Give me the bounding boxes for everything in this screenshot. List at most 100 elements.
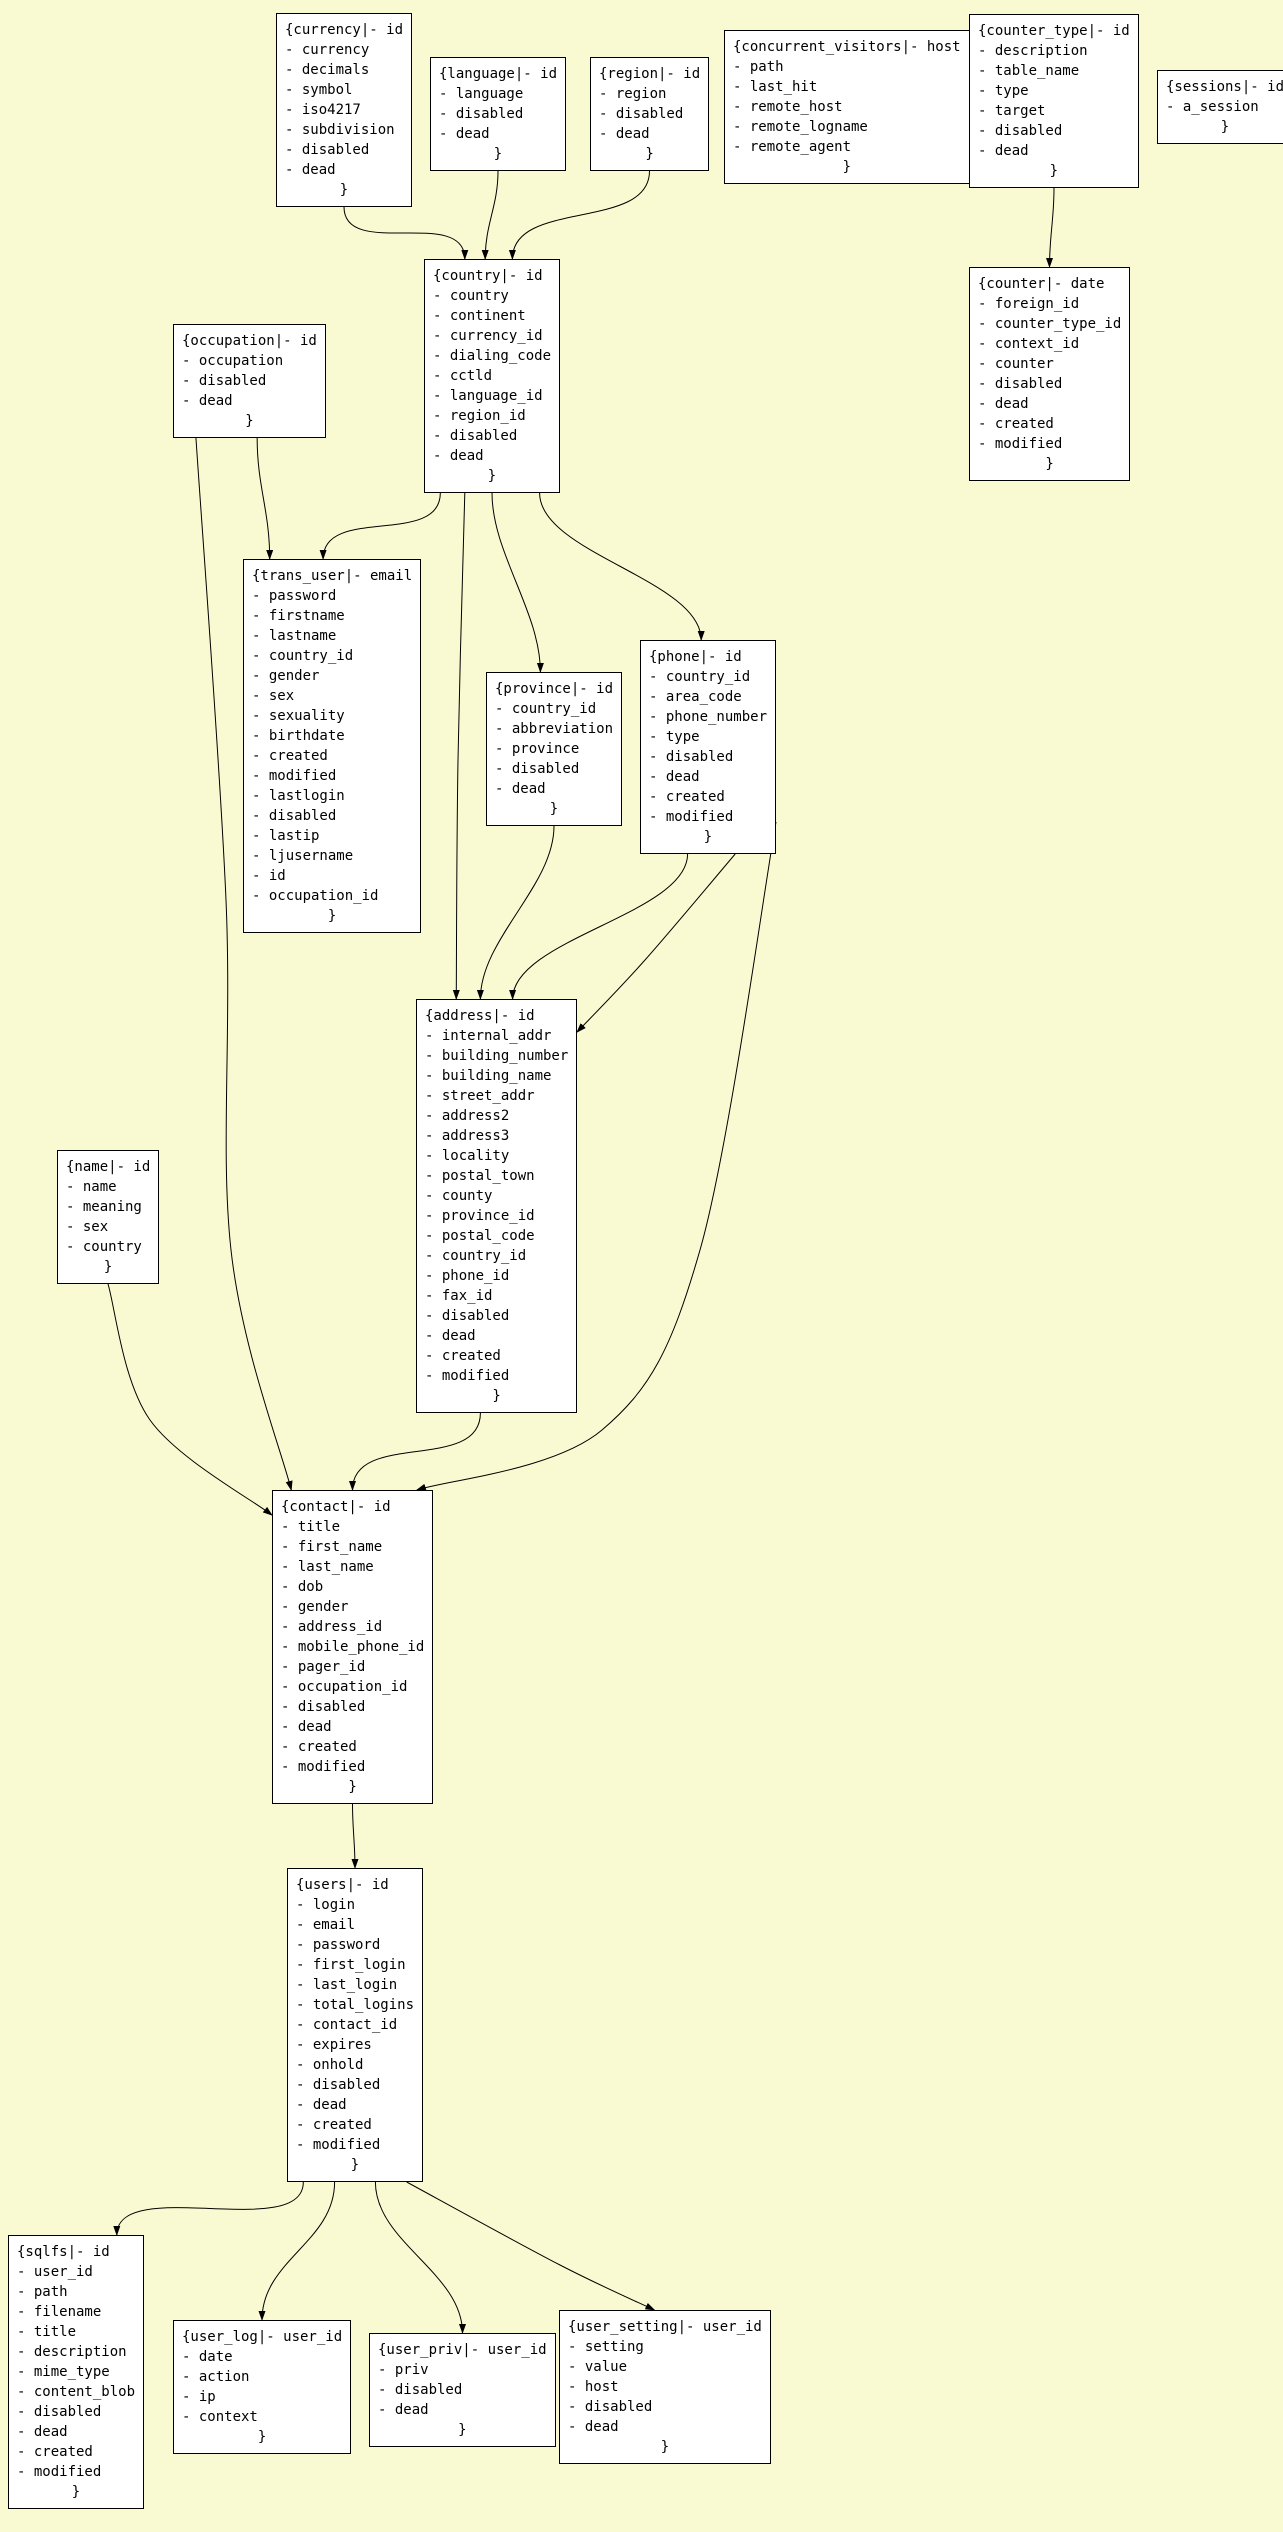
table-field: - region <box>599 86 667 102</box>
table-field: - occupation_id <box>281 1679 408 1695</box>
table-field: - lastname <box>252 628 337 644</box>
table-header-concurrent_visitors: {concurrent_visitors|- host <box>733 39 961 55</box>
table-field: - ljusername <box>252 848 354 864</box>
table-field: - phone_id <box>425 1268 510 1284</box>
table-field: - disabled <box>296 2077 381 2093</box>
table-field: - dead <box>425 1328 476 1344</box>
edge-counter_type-counter <box>1046 187 1055 268</box>
table-field: - building_number <box>425 1048 569 1064</box>
table-field: - fax_id <box>425 1288 493 1304</box>
table-field: - modified <box>425 1368 510 1384</box>
table-header-country: {country|- id <box>433 268 543 284</box>
table-field: - sex <box>66 1219 109 1235</box>
edge-country-phone <box>539 492 705 641</box>
table-field: - dead <box>296 2097 347 2113</box>
table-field: - modified <box>296 2137 381 2153</box>
table-field: - ip <box>182 2389 216 2405</box>
table-header-user_priv: {user_priv|- user_id <box>378 2342 547 2358</box>
table-field: - area_code <box>649 689 742 705</box>
edge-country-trans_user <box>319 492 441 560</box>
table-field: - disabled <box>978 123 1063 139</box>
table-field: - title <box>17 2324 77 2340</box>
table-field: - pager_id <box>281 1659 366 1675</box>
table-field: - title <box>281 1519 341 1535</box>
table-phone: {phone|- id - country_id - area_code - phon… <box>640 640 777 854</box>
table-field: - subdivision <box>285 122 395 138</box>
table-header-counter: {counter|- date <box>978 276 1105 292</box>
table-field: - continent <box>433 308 526 324</box>
table-field: - dead <box>495 781 546 797</box>
table-field: - province_id <box>425 1208 535 1224</box>
table-field: - disabled <box>649 749 734 765</box>
table-field: - gender <box>252 668 320 684</box>
table-field: - sex <box>252 688 295 704</box>
table-field: - region_id <box>433 408 526 424</box>
table-field: - disabled <box>433 428 518 444</box>
table-footer: } <box>257 2429 267 2445</box>
table-header-sessions: {sessions|- id <box>1166 79 1283 95</box>
table-sessions: {sessions|- id - a_session} <box>1157 70 1283 144</box>
table-field: - modified <box>252 768 337 784</box>
table-field: - disabled <box>568 2399 653 2415</box>
edge-region-country <box>508 170 650 260</box>
table-field: - disabled <box>285 142 370 158</box>
table-footer: } <box>493 146 503 162</box>
table-field: - locality <box>425 1148 510 1164</box>
edge-province-address <box>476 825 555 1000</box>
table-footer: } <box>1045 456 1054 472</box>
table-footer: } <box>327 908 337 924</box>
table-header-region: {region|- id <box>599 66 701 82</box>
table-province: {province|- id- country_id- abbreviation… <box>486 672 623 826</box>
table-field: - language <box>439 86 524 102</box>
table-field: - password <box>296 1937 381 1953</box>
table-footer: } <box>1220 119 1230 135</box>
table-field: - context_id <box>978 336 1080 352</box>
table-field: - priv <box>378 2362 429 2378</box>
table-header-province: {province|- id <box>495 681 614 697</box>
edge-phone-address <box>576 853 736 1033</box>
table-field: - lastip <box>252 828 320 844</box>
table-footer: } <box>103 1259 113 1275</box>
table-language: {language|- id- language- disabled- dead… <box>430 57 567 171</box>
edge-users-user_log <box>258 2181 336 2321</box>
table-header-trans_user: {trans_user|- email <box>252 568 413 584</box>
table-field: - a_session <box>1166 99 1259 115</box>
table-field: - table_name <box>978 63 1080 79</box>
table-field: - total_logins <box>296 1997 415 2013</box>
table-field: - disabled <box>182 373 267 389</box>
table-field: - mime_type <box>17 2364 110 2380</box>
table-header-address: {address|- id <box>425 1008 535 1024</box>
table-field: - value <box>568 2359 628 2375</box>
table-footer: } <box>71 2484 81 2500</box>
table-field: - phone_number <box>649 709 768 725</box>
table-field: - disabled <box>252 808 337 824</box>
table-sqlfs: {sqlfs|- id- user_id- path- filename- ti… <box>8 2235 145 2509</box>
table-field: - dob <box>281 1579 324 1595</box>
table-field: - internal_addr <box>425 1028 552 1044</box>
table-field: - created <box>649 789 725 805</box>
table-field: - country_id <box>649 669 751 685</box>
table-header-phone: {phone|- id <box>649 649 742 665</box>
edge-currency-country <box>343 206 469 260</box>
table-footer: } <box>842 159 851 175</box>
table-field: - created <box>281 1739 357 1755</box>
table-region: {region|- id- region- disabled- dead} <box>590 57 710 171</box>
edge-address-contact <box>349 1412 481 1491</box>
table-field: - building_name <box>425 1068 552 1084</box>
table-field: - currency_id <box>433 328 543 344</box>
table-header-contact: {contact|- id <box>281 1499 391 1515</box>
table-field: - login <box>296 1897 356 1913</box>
edge-language-country <box>481 170 499 260</box>
table-field: - action <box>182 2369 250 2385</box>
table-user_priv: {user_priv|- user_id- priv- disabled- de… <box>369 2333 556 2447</box>
table-footer: } <box>348 1779 357 1795</box>
table-counter_type: {counter_type|- id- description- table_n… <box>969 14 1139 188</box>
table-field: - id <box>252 868 286 884</box>
table-field: - filename <box>17 2304 102 2320</box>
table-user_setting: {user_setting|- user_id- setting- value-… <box>559 2310 771 2464</box>
table-field: - postal_town <box>425 1168 535 1184</box>
table-concurrent_visitors: {concurrent_visitors|- host- path- last_… <box>724 30 970 184</box>
table-country: {country|- id- country- continent- curre… <box>424 259 561 493</box>
table-field: - occupation <box>182 353 284 369</box>
table-field: - dead <box>17 2424 68 2440</box>
